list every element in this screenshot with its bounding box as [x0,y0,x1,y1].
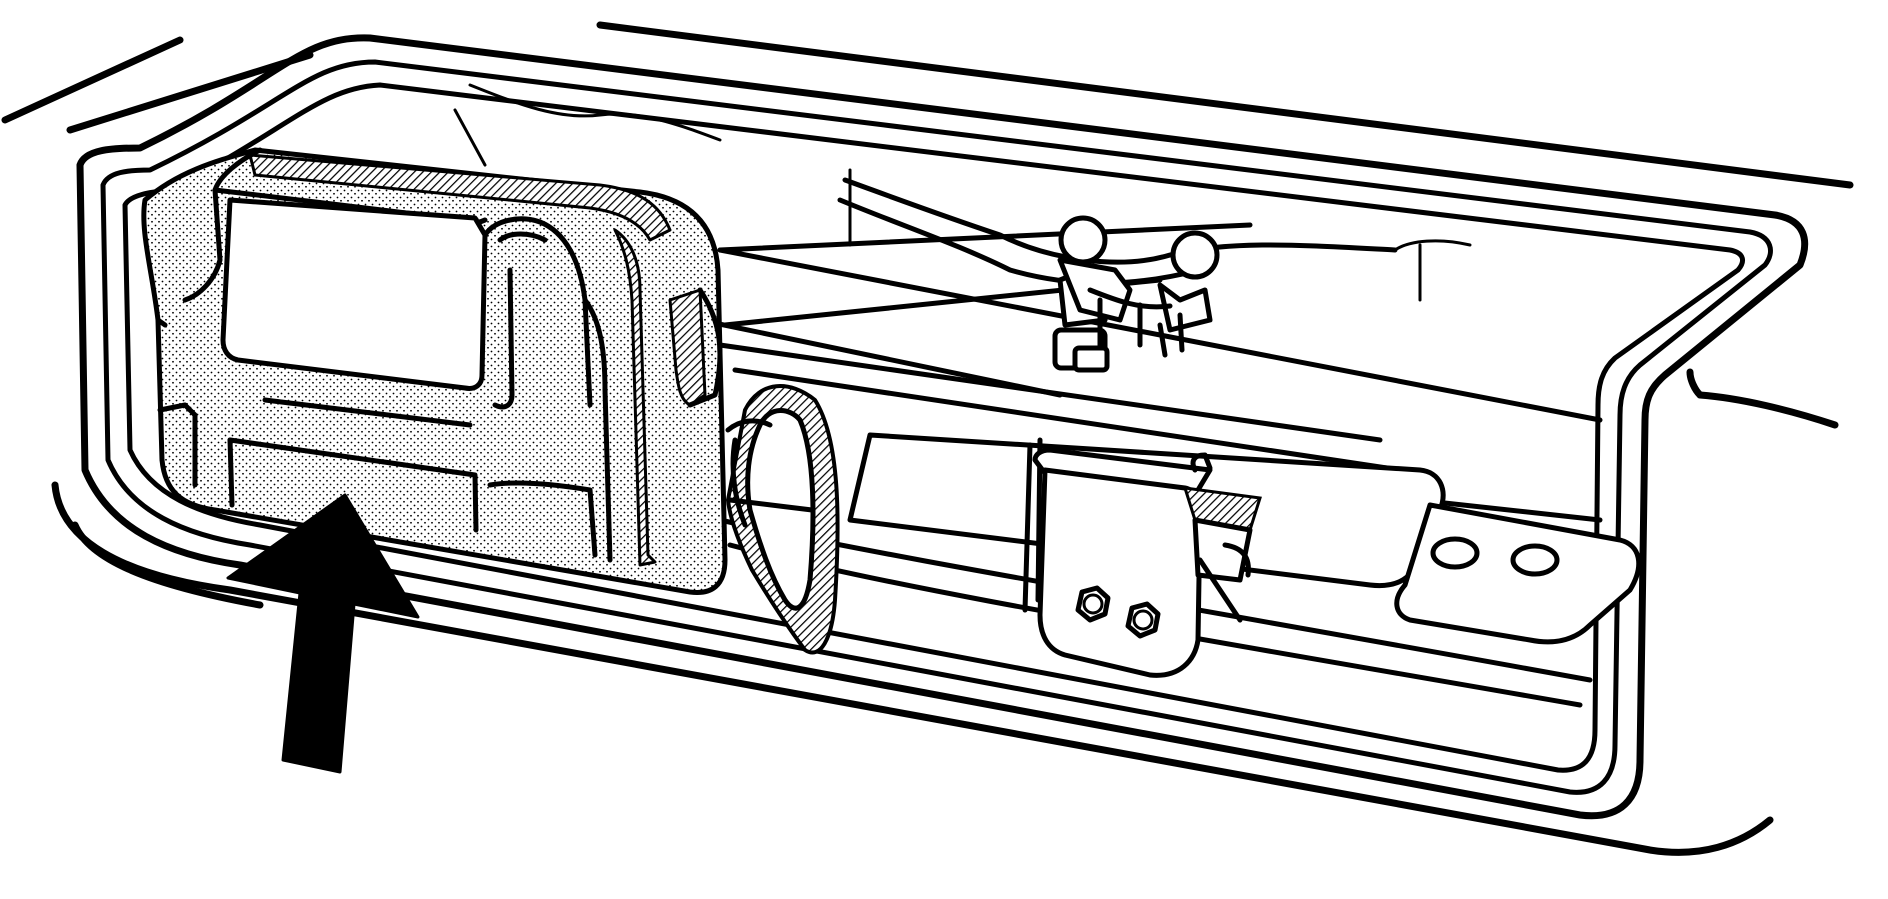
tool-bag [141,147,728,596]
jack-mounting-bracket [1022,437,1262,678]
strap [725,384,840,655]
vehicle-body-panel [1,21,1854,856]
arrow-up-icon [226,493,420,774]
bolt [1075,585,1161,639]
storage-compartment [76,34,1809,820]
